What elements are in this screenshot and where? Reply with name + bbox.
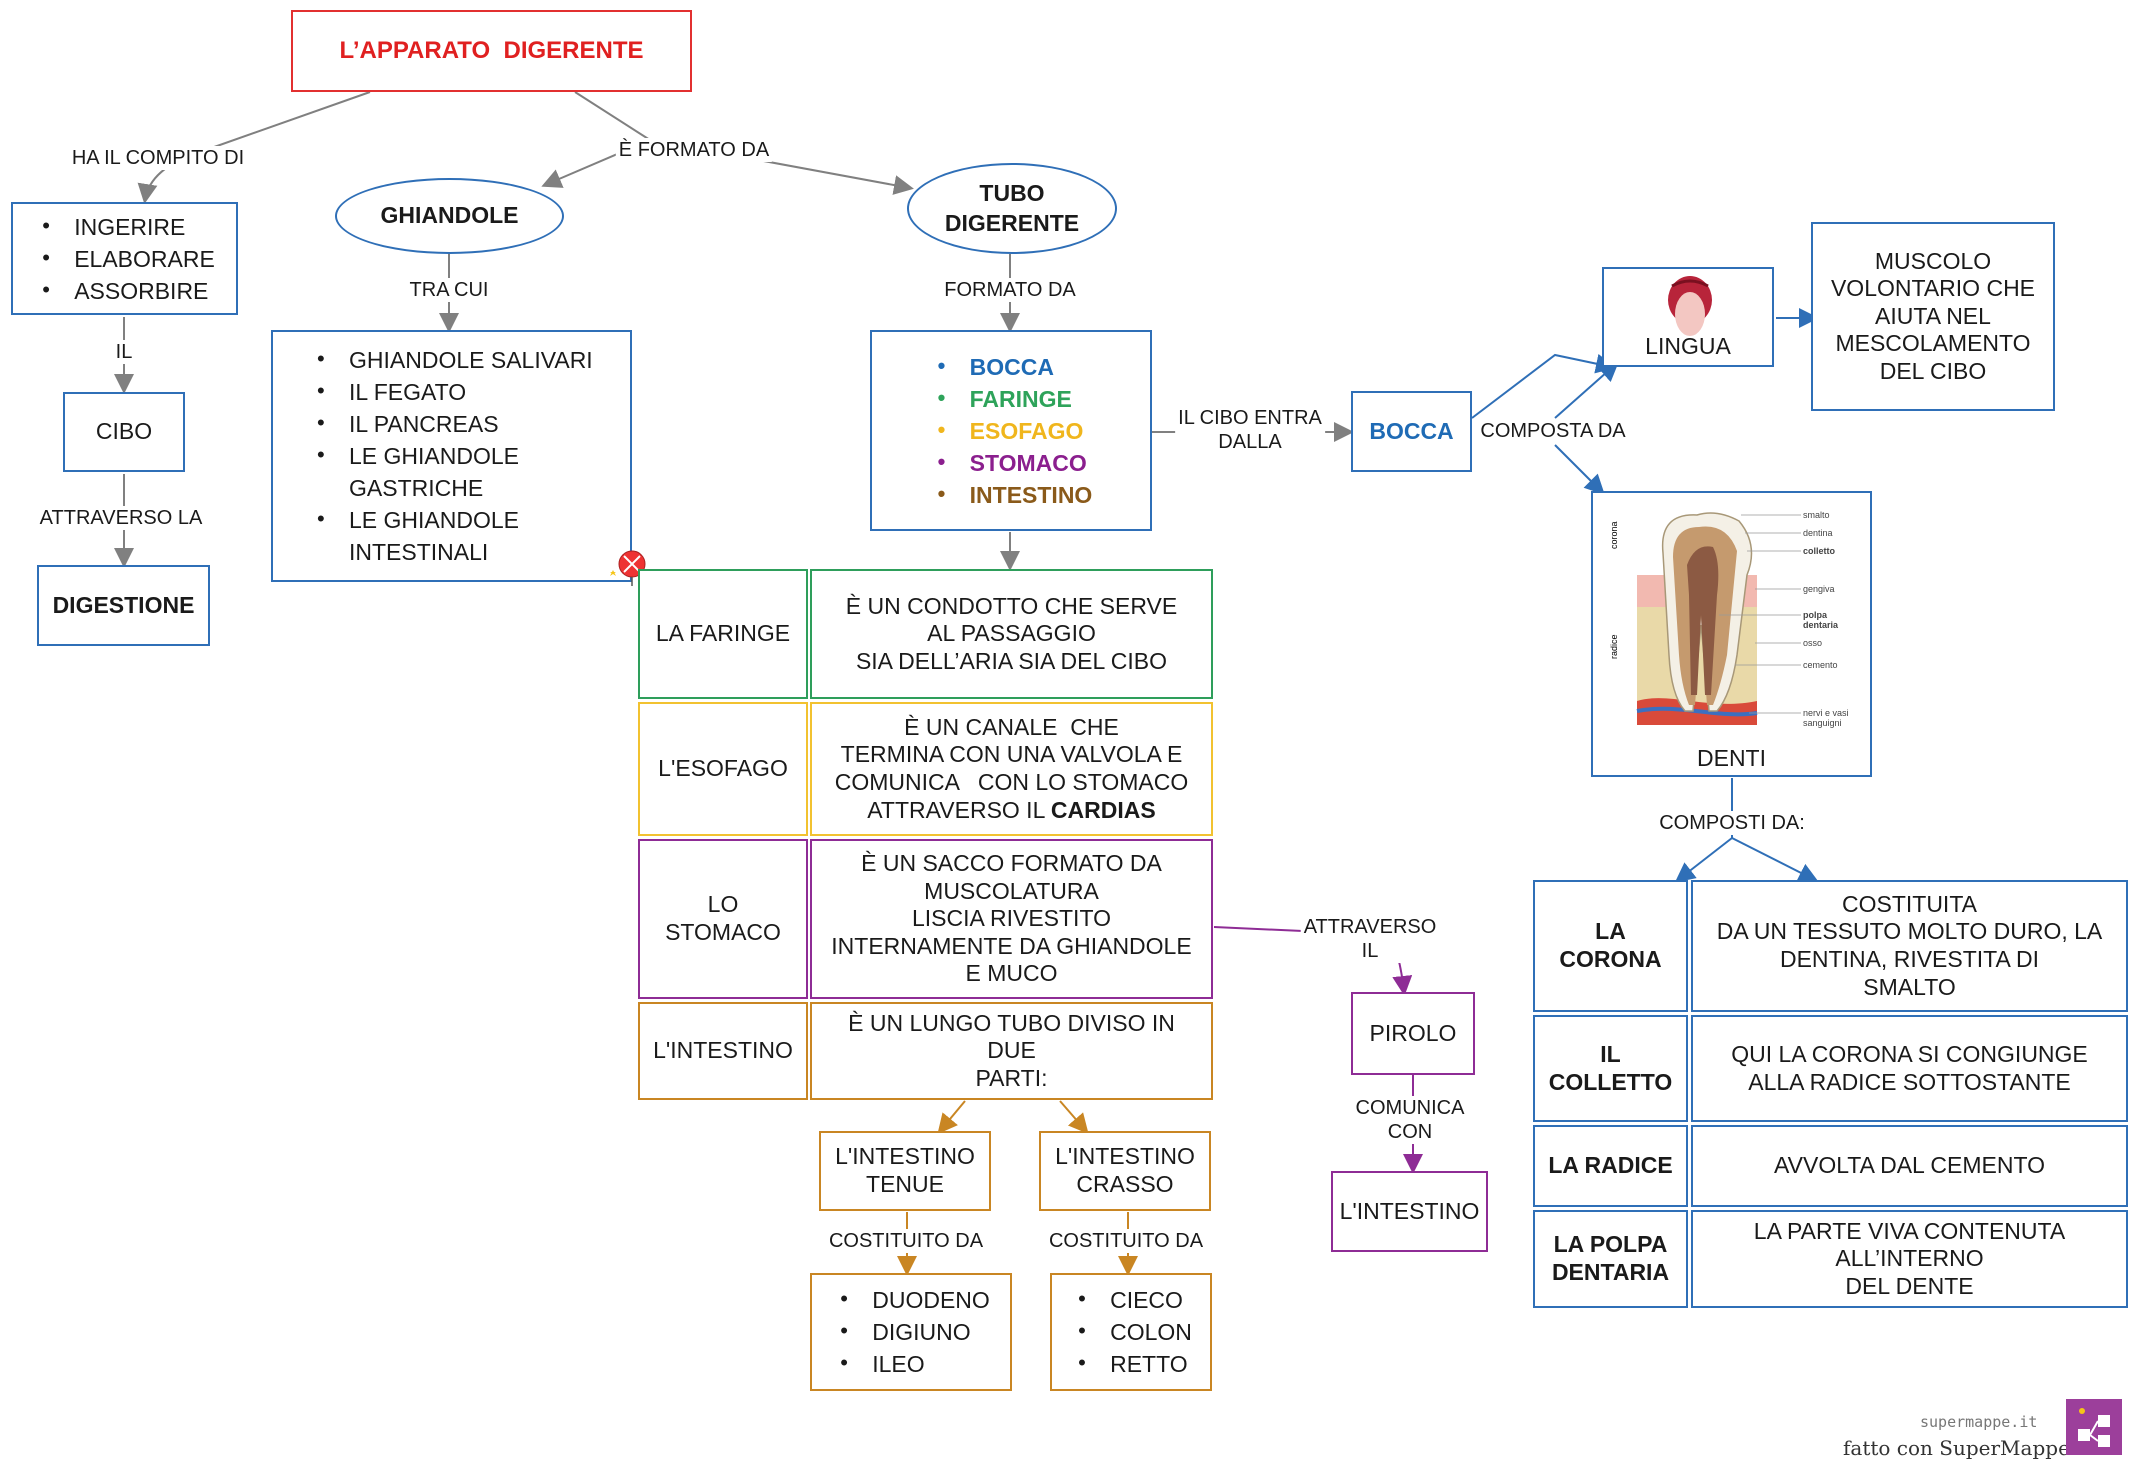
tooth-label-cemento: cemento (1803, 660, 1838, 670)
label-costituito-tenue: COSTITUITO DA (825, 1229, 987, 1253)
organ-desc-faringe: È UN CONDOTTO CHE SERVE AL PASSAGGIO SIA… (810, 569, 1213, 699)
tooth-label-colletto: colletto (1803, 546, 1836, 556)
tooth-diagram-icon: corona radice smalto dentina colletto ge… (1609, 510, 1849, 728)
tubo-item-stomaco: STOMACO (930, 446, 1093, 479)
digestione-box: DIGESTIONE (37, 565, 210, 646)
part-name-corona: LA CORONA (1533, 880, 1688, 1012)
tubo-item-bocca: BOCCA (930, 350, 1093, 383)
label-costituito-crasso: COSTITUITO DA (1045, 1229, 1207, 1253)
footer-site: supermappe.it (1920, 1413, 2038, 1431)
tooth-label-osso: osso (1803, 638, 1822, 648)
label-composti-da: COMPOSTI DA: (1656, 811, 1808, 835)
intestino-crasso-box: L'INTESTINO CRASSO (1039, 1131, 1211, 1211)
organ-desc-stomaco: È UN SACCO FORMATO DA MUSCOLATURA LISCIA… (810, 839, 1213, 999)
crasso-item: CIECO (1070, 1283, 1192, 1316)
cibo-box: CIBO (63, 392, 185, 472)
intestino-end-box: L'INTESTINO (1331, 1171, 1488, 1252)
crasso-item: RETTO (1070, 1347, 1192, 1380)
organ-desc-intestino: È UN LUNGO TUBO DIVISO IN DUE PARTI: (810, 1002, 1213, 1100)
label-compito: HA IL COMPITO DI (68, 146, 248, 170)
piloro-box: PIROLO (1351, 992, 1475, 1075)
esofago-desc-cardias: CARDIAS (1050, 796, 1156, 823)
label-cibo-entra: IL CIBO ENTRA DALLA (1175, 406, 1325, 454)
denti-box: corona radice smalto dentina colletto ge… (1591, 491, 1872, 777)
label-composta-da: COMPOSTA DA (1477, 419, 1629, 443)
compito-item: ASSORBIRE (34, 274, 215, 307)
compiti-box: INGERIRE ELABORARE ASSORBIRE (11, 202, 238, 315)
label-comunica-con: COMUNICA CON (1352, 1096, 1468, 1144)
ghiandole-oval: GHIANDOLE (335, 178, 564, 254)
footer-made: fatto con SuperMappe (1843, 1436, 2070, 1460)
tenue-item: ILEO (832, 1347, 990, 1380)
crasso-list-box: CIECO COLON RETTO (1050, 1273, 1212, 1391)
tenue-list-box: DUODENO DIGIUNO ILEO (810, 1273, 1012, 1391)
tubo-oval: TUBO DIGERENTE (907, 163, 1117, 254)
ghiandole-box: GHIANDOLE SALIVARI IL FEGATO IL PANCREAS… (271, 330, 632, 582)
label-formato: È FORMATO DA (615, 138, 773, 162)
ghiandola-item: IL FEGATO (309, 375, 630, 408)
ghiandola-item: LE GHIANDOLE INTESTINALI (309, 503, 630, 568)
ghiandola-item: LE GHIANDOLE GASTRICHE (309, 439, 630, 504)
compito-item: ELABORARE (34, 242, 215, 275)
tenue-item: DIGIUNO (832, 1315, 990, 1348)
tooth-label-smalto: smalto (1803, 510, 1830, 520)
tooth-label-gengiva: gengiva (1803, 584, 1835, 594)
organ-name-esofago: L'ESOFAGO (638, 702, 808, 836)
compito-item: INGERIRE (34, 210, 215, 243)
supermappe-logo-icon (2066, 1399, 2122, 1455)
bocca-box: BOCCA (1351, 391, 1472, 472)
label-attraverso-la: ATTRAVERSO LA (36, 506, 206, 530)
organ-name-stomaco: LO STOMACO (638, 839, 808, 999)
label-attraverso-il: ATTRAVERSO IL (1300, 915, 1440, 963)
ghiandola-item: GHIANDOLE SALIVARI (309, 343, 630, 376)
part-desc-polpa: LA PARTE VIVA CONTENUTA ALL’INTERNO DEL … (1691, 1210, 2128, 1308)
page-title: L’APPARATO DIGERENTE (291, 10, 692, 92)
tongue-icon (1668, 276, 1712, 336)
crasso-item: COLON (1070, 1315, 1192, 1348)
organ-desc-esofago: È UN CANALE CHE TERMINA CON UNA VALVOLA … (810, 702, 1213, 836)
tubo-item-intestino: INTESTINO (930, 478, 1093, 511)
part-name-colletto: IL COLLETTO (1533, 1015, 1688, 1122)
tubo-box: BOCCA FARINGE ESOFAGO STOMACO INTESTINO (870, 330, 1152, 531)
ghiandola-item: IL PANCREAS (309, 407, 630, 440)
tubo-item-faringe: FARINGE (930, 382, 1093, 415)
esofago-desc-text: È UN CANALE CHE TERMINA CON UNA VALVOLA … (834, 713, 1189, 823)
part-desc-corona: COSTITUITA DA UN TESSUTO MOLTO DURO, LA … (1691, 880, 2128, 1012)
tenue-item: DUODENO (832, 1283, 990, 1316)
tooth-label-radice: radice (1609, 634, 1619, 659)
organ-name-intestino: L'INTESTINO (638, 1002, 808, 1100)
organ-name-faringe: LA FARINGE (638, 569, 808, 699)
part-desc-radice: AVVOLTA DAL CEMENTO (1691, 1125, 2128, 1207)
intestino-tenue-box: L'INTESTINO TENUE (819, 1131, 991, 1211)
part-desc-colletto: QUI LA CORONA SI CONGIUNGE ALLA RADICE S… (1691, 1015, 2128, 1122)
lingua-label: LINGUA (1645, 333, 1731, 360)
lingua-box: LINGUA (1602, 267, 1774, 367)
tubo-item-esofago: ESOFAGO (930, 414, 1093, 447)
lingua-desc-box: MUSCOLO VOLONTARIO CHE AIUTA NEL MESCOLA… (1811, 222, 2055, 411)
part-name-radice: LA RADICE (1533, 1125, 1688, 1207)
denti-label: DENTI (1697, 745, 1766, 772)
label-tra-cui: TRA CUI (406, 278, 492, 302)
label-formato-da: FORMATO DA (941, 278, 1079, 302)
label-il: IL (112, 340, 136, 364)
part-name-polpa: LA POLPA DENTARIA (1533, 1210, 1688, 1308)
tooth-label-corona: corona (1609, 521, 1619, 549)
tooth-label-dentina: dentina (1803, 528, 1833, 538)
